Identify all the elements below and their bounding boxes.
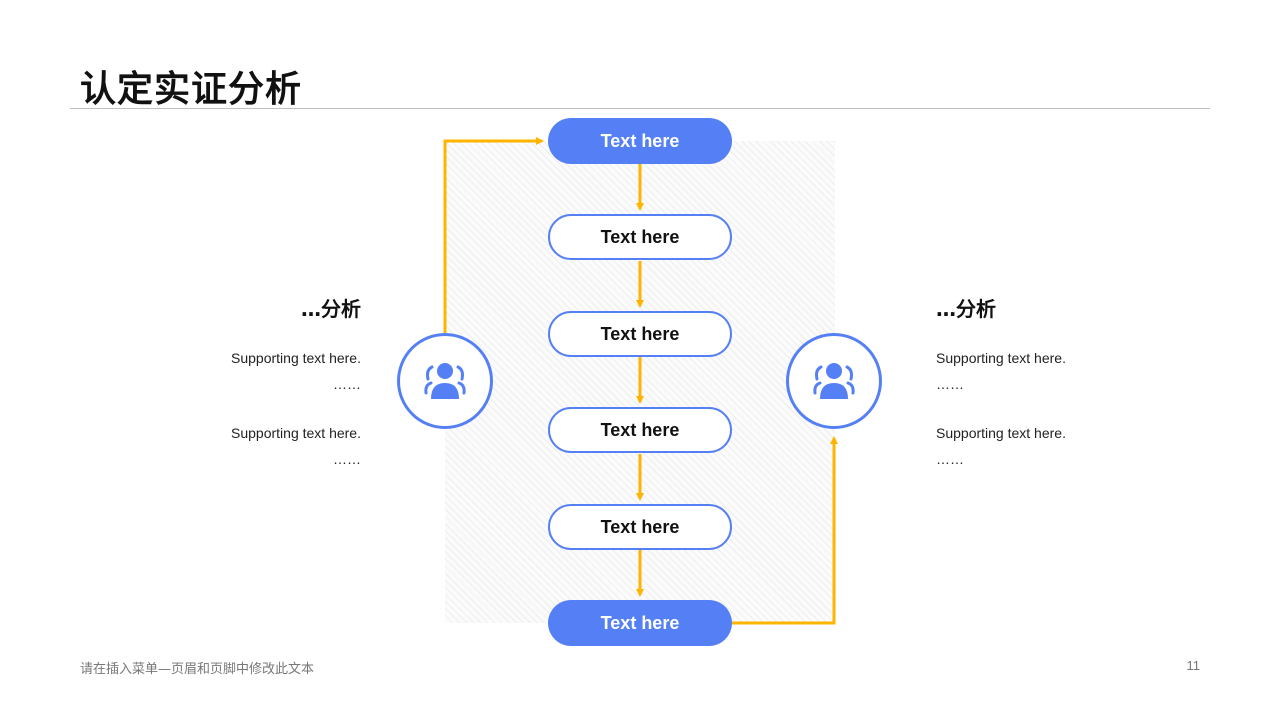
arrow-step6-to-right-circle — [732, 436, 838, 625]
right-users-circle — [786, 333, 882, 429]
arrow-left-circle-to-step1 — [443, 137, 544, 333]
right-heading: …分析 — [936, 297, 996, 321]
left-ellipsis-1: …… — [333, 376, 361, 392]
flow-step-6: Text here — [548, 600, 732, 646]
left-supporting-text-2: Supporting text here. — [231, 425, 361, 441]
flow-step-1: Text here — [548, 118, 732, 164]
flow-step-2: Text here — [548, 214, 732, 260]
left-heading: …分析 — [301, 297, 361, 321]
right-supporting-text-1: Supporting text here. — [936, 350, 1066, 366]
users-icon — [424, 363, 466, 399]
users-icon — [813, 363, 855, 399]
footer-note: 请在插入菜单—页眉和页脚中修改此文本 — [80, 662, 315, 677]
title-divider — [70, 108, 1210, 109]
flow-step-5: Text here — [548, 504, 732, 550]
page-title: 认定实证分析 — [80, 69, 303, 110]
left-users-circle — [397, 333, 493, 429]
left-ellipsis-2: …… — [333, 451, 361, 467]
page-number: 11 — [1186, 658, 1201, 673]
left-supporting-text-1: Supporting text here. — [231, 350, 361, 366]
right-ellipsis-2: …… — [936, 451, 964, 467]
right-ellipsis-1: …… — [936, 376, 964, 392]
flow-step-3: Text here — [548, 311, 732, 357]
flow-step-4: Text here — [548, 407, 732, 453]
right-supporting-text-2: Supporting text here. — [936, 425, 1066, 441]
